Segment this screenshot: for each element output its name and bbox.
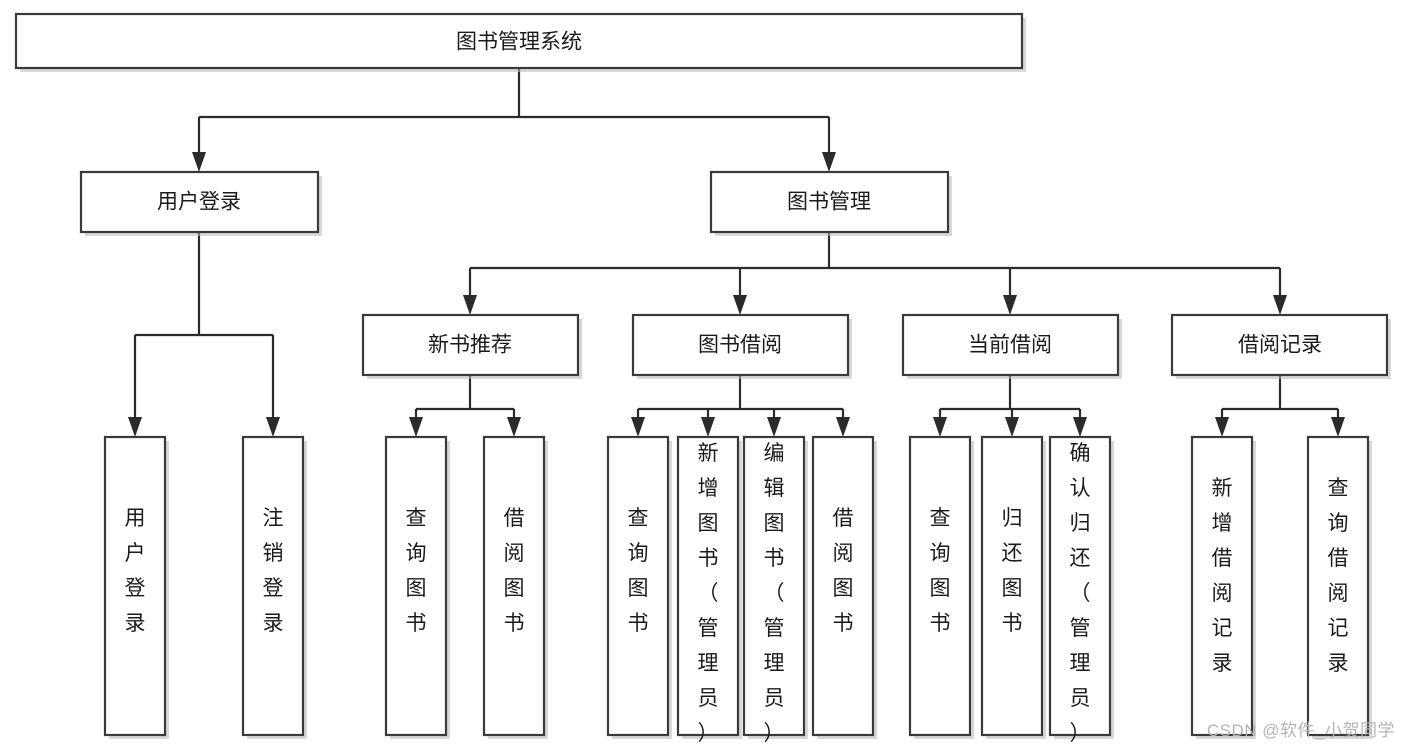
connector-root-to-level2 <box>192 68 836 172</box>
node-leaf-borrow-book-2-label: 借阅图书 <box>833 507 854 635</box>
node-leaf-query-book-1-label: 查询图书 <box>406 507 427 635</box>
node-leaf-edit-book[interactable]: 编辑图书（管理员） <box>742 435 808 745</box>
node-book-borrow-label: 图书借阅 <box>698 334 782 357</box>
node-leaf-return-book-label: 归还图书 <box>1002 507 1023 635</box>
node-leaf-edit-book-label: 编辑图书（管理员） <box>764 442 785 745</box>
node-root-label: 图书管理系统 <box>456 31 582 54</box>
node-leaf-borrow-book-1-label: 借阅图书 <box>504 507 525 635</box>
connector-borrowrecord-to-leaves <box>1215 375 1345 437</box>
connector-userlogin-to-leaves <box>128 232 280 437</box>
node-borrow-record-label: 借阅记录 <box>1238 334 1322 357</box>
node-leaf-query-book-2[interactable]: 查询图书 <box>606 435 672 739</box>
node-leaf-confirm-return[interactable]: 确认归还（管理员） <box>1048 435 1114 745</box>
node-book-manage-label: 图书管理 <box>787 191 871 214</box>
node-new-book-recommend-label: 新书推荐 <box>428 334 512 357</box>
node-leaf-add-record-label: 新增借阅记录 <box>1212 477 1233 675</box>
connector-newbook-to-leaves <box>409 375 521 437</box>
connector-bookborrow-to-leaves <box>631 375 850 437</box>
node-leaf-query-book-3[interactable]: 查询图书 <box>908 435 974 739</box>
connector-layer <box>128 68 1345 437</box>
node-leaf-query-record-label: 查询借阅记录 <box>1328 477 1349 675</box>
node-user-login[interactable]: 用户登录 <box>79 170 322 236</box>
node-leaf-borrow-book-2[interactable]: 借阅图书 <box>811 435 877 739</box>
connector-currentborrow-to-leaves <box>933 375 1087 437</box>
node-leaf-borrow-book-1[interactable]: 借阅图书 <box>482 435 548 739</box>
node-current-borrow-label: 当前借阅 <box>968 334 1052 357</box>
node-leaf-user-login-label: 用户登录 <box>125 507 146 635</box>
node-leaf-query-book-2-label: 查询图书 <box>628 507 649 635</box>
node-leaf-user-logout[interactable]: 注销登录 <box>241 435 307 739</box>
node-new-book-recommend[interactable]: 新书推荐 <box>361 313 582 379</box>
node-leaf-confirm-return-label: 确认归还（管理员） <box>1070 442 1091 745</box>
node-leaf-add-book-label: 新增图书（管理员） <box>698 442 719 745</box>
node-user-login-label: 用户登录 <box>157 191 241 214</box>
node-leaf-query-book-3-label: 查询图书 <box>930 507 951 635</box>
node-leaf-query-record[interactable]: 查询借阅记录 <box>1306 435 1372 739</box>
node-leaf-add-record[interactable]: 新增借阅记录 <box>1190 435 1256 739</box>
node-root[interactable]: 图书管理系统 <box>14 12 1026 72</box>
node-leaf-return-book[interactable]: 归还图书 <box>980 435 1046 739</box>
node-book-manage[interactable]: 图书管理 <box>709 170 952 236</box>
node-book-borrow[interactable]: 图书借阅 <box>631 313 852 379</box>
node-borrow-record[interactable]: 借阅记录 <box>1170 313 1391 379</box>
csdn-watermark: CSDN @软件_小贺同学 <box>1206 721 1395 740</box>
node-leaf-user-login[interactable]: 用户登录 <box>103 435 169 739</box>
node-leaf-query-book-1[interactable]: 查询图书 <box>384 435 450 739</box>
node-leaf-user-logout-label: 注销登录 <box>263 507 284 635</box>
node-current-borrow[interactable]: 当前借阅 <box>901 313 1122 379</box>
node-leaf-add-book[interactable]: 新增图书（管理员） <box>676 435 742 745</box>
connector-bookmanage-to-level3 <box>463 232 1287 315</box>
